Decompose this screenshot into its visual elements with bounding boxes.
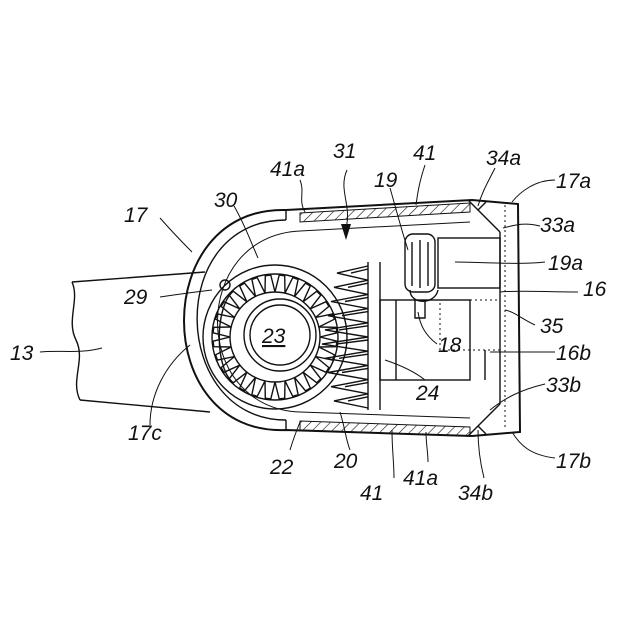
shaft-24	[380, 234, 500, 380]
label-17a: 17a	[556, 170, 591, 193]
label-20: 20	[333, 450, 358, 473]
seals-34	[468, 200, 505, 436]
label-16b: 16b	[556, 342, 591, 365]
label-31: 31	[333, 140, 356, 163]
arrow-31	[341, 170, 351, 240]
label-34b: 34b	[458, 482, 493, 505]
label-17: 17	[124, 204, 149, 227]
label-41-top: 41	[413, 142, 436, 165]
label-17c: 17c	[128, 422, 162, 445]
label-18: 18	[438, 334, 462, 357]
label-19: 19	[374, 169, 398, 192]
label-41-bottom: 41	[360, 482, 383, 505]
label-16: 16	[583, 278, 607, 301]
label-33a: 33a	[540, 214, 575, 237]
label-29: 29	[123, 286, 148, 309]
label-30: 30	[214, 189, 238, 212]
label-24: 24	[415, 382, 439, 405]
label-33b: 33b	[546, 374, 581, 397]
label-23: 23	[261, 325, 286, 348]
pinion-gear-20	[322, 262, 380, 410]
label-17b: 17b	[556, 450, 591, 473]
label-13: 13	[10, 342, 34, 365]
label-35: 35	[540, 315, 564, 338]
label-41a-top: 41a	[270, 158, 305, 181]
label-41a-bottom: 41a	[403, 467, 438, 490]
label-19a: 19a	[548, 252, 583, 275]
labels: 31 41 34a 41a 19 17a 30 17 33a 19a 16 29…	[10, 140, 607, 505]
label-22: 22	[269, 456, 294, 479]
label-34a: 34a	[486, 147, 521, 170]
pinion-teeth	[322, 266, 368, 408]
